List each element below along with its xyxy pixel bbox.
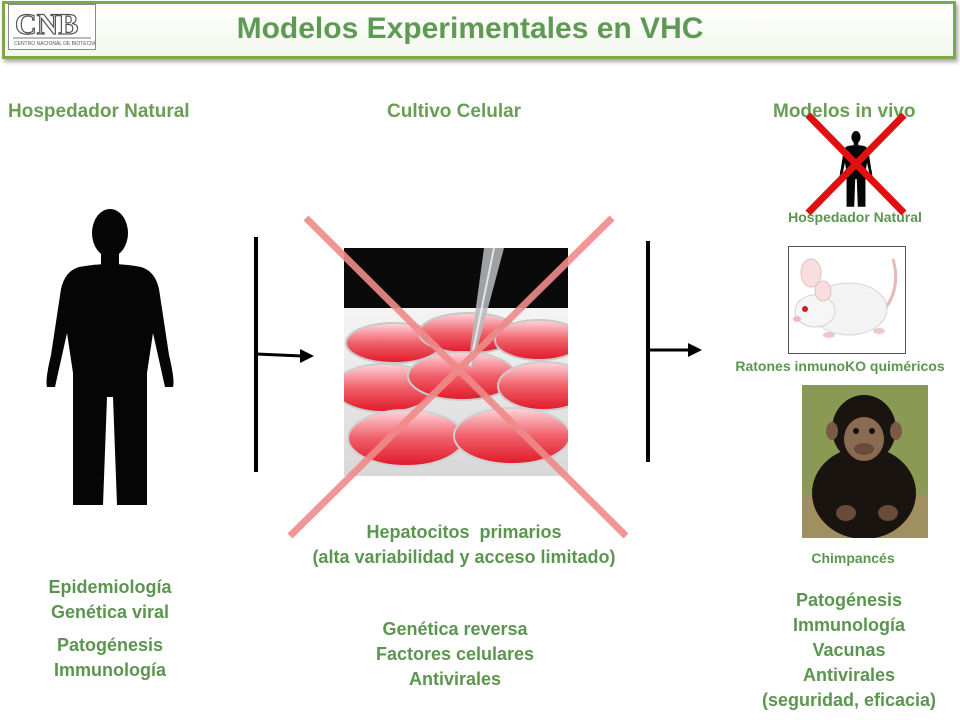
title-bar	[2, 1, 956, 59]
cross-out-culture-icon	[287, 215, 629, 539]
cnb-logo: CNB CENTRO NACIONAL DE BIOTECNOLOGIA	[8, 4, 114, 50]
svg-text:CENTRO NACIONAL DE BIOTECNOLOG: CENTRO NACIONAL DE BIOTECNOLOGIA	[14, 41, 95, 47]
list-item: Genética viral	[50, 602, 170, 622]
list-item: Genética reversa	[382, 619, 528, 639]
human-silhouette-icon	[46, 209, 174, 505]
list-item: Antivirales	[408, 669, 502, 689]
list-item: Immunología	[793, 615, 905, 635]
caption-line-1: Hepatocitos primarios	[366, 522, 562, 542]
svg-text:CNB: CNB	[15, 8, 78, 41]
culture-caption: Hepatocitos primarios (alta variabilidad…	[264, 520, 664, 570]
list-item: Factores celulares	[375, 644, 535, 664]
mouse-photo	[788, 246, 906, 354]
list-item: Antivirales	[802, 665, 896, 685]
list-item: Epidemiología	[48, 577, 172, 597]
list-item: (seguridad, eficacia)	[761, 690, 937, 710]
host-list-a: Epidemiología Genética viral	[10, 575, 210, 625]
petri-dishes-photo	[344, 248, 568, 476]
red-x-icon	[805, 112, 907, 216]
arrow-to-culture	[254, 237, 314, 472]
in-vivo-list: Patogénesis Immunología Vacunas Antivira…	[740, 588, 958, 713]
host-list-b: Patogénesis Immunología	[10, 633, 210, 683]
heading-cell-culture: Cultivo Celular	[387, 101, 522, 122]
list-item: Vacunas	[812, 640, 886, 660]
caption-line-2: (alta variabilidad y acceso limitado)	[312, 547, 616, 567]
arrow-to-in-vivo	[646, 241, 702, 462]
list-item: Patogénesis	[56, 635, 164, 655]
heading-natural-host: Hospedador Natural	[8, 101, 190, 122]
slide-title: Modelos Experimentales en VHC	[236, 12, 704, 45]
label-natural-host: Hospedador Natural	[788, 209, 922, 225]
list-item: Patogénesis	[795, 590, 903, 610]
label-chimpanzees: Chimpancés	[811, 550, 895, 566]
label-chimeric-mice: Ratones inmunoKO quiméricos	[735, 358, 945, 374]
list-item: Immunología	[54, 660, 166, 680]
culture-list: Genética reversa Factores celulares Anti…	[300, 617, 610, 692]
chimpanzee-photo	[802, 385, 928, 538]
